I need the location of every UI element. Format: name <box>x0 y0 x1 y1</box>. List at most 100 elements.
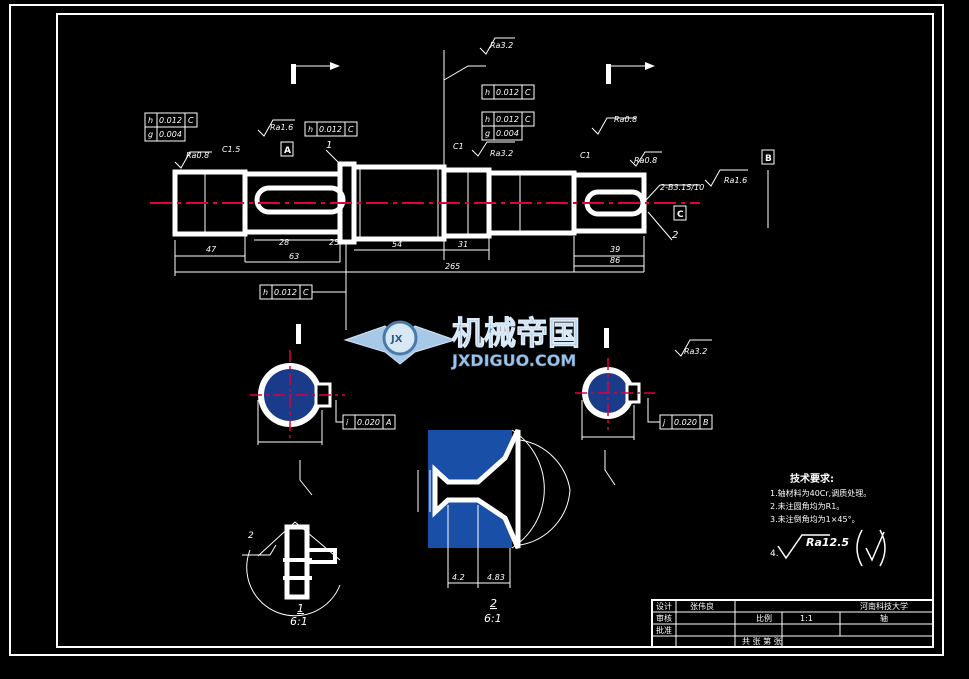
callout-1: 1 <box>326 140 332 151</box>
keyways <box>254 185 646 217</box>
gdt-top-left-a: h 0.012 C <box>144 112 198 128</box>
chamfer-c1-b: C1 <box>453 142 464 151</box>
section-view-left: i 0.020 A <box>250 350 396 496</box>
title-block <box>651 599 934 648</box>
inner-frame <box>56 13 934 648</box>
svg-text:Ra1.6: Ra1.6 <box>270 123 293 132</box>
watermark-en: JXDIGUO.COM <box>451 351 576 370</box>
tb-scale-label: 比例 <box>756 613 772 623</box>
thread-note: 2-B3.15/10 <box>660 183 704 192</box>
dim-54: 54 <box>392 240 402 249</box>
dim-28: 28 <box>279 238 289 247</box>
tb-designer: 张伟良 <box>690 601 714 611</box>
gdt-top-center: h 0.012 C <box>304 121 358 137</box>
dim-63: 63 <box>289 252 299 261</box>
watermark-cn: 机械帝国 <box>452 314 580 352</box>
svg-text:0.012: 0.012 <box>274 288 297 297</box>
svg-text:0.020: 0.020 <box>674 418 697 427</box>
dimension-texts: 47 63 28 25 54 31 39 86 265 C1.5 C1 C1 2… <box>206 140 704 271</box>
svg-text:Ra0.8: Ra0.8 <box>186 151 209 160</box>
dim-31: 31 <box>458 240 468 249</box>
dim-39: 39 <box>610 245 620 254</box>
keyway-left <box>254 185 346 215</box>
detail-view-2: 4.2 4.83 2 6:1 <box>417 428 571 625</box>
tb-scale-value: 1:1 <box>800 614 813 623</box>
svg-text:0.012: 0.012 <box>496 115 519 124</box>
svg-text:A: A <box>385 418 391 427</box>
roughness-symbol-icon <box>777 534 830 560</box>
tb-check-label: 审核 <box>656 613 672 623</box>
dim-total: 265 <box>445 262 460 271</box>
tech-roughness-value: Ra12.5 <box>806 536 849 549</box>
svg-text:0.012: 0.012 <box>496 88 519 97</box>
chamfer-c1: C1 <box>580 151 591 160</box>
tech-roughness-num: 4. <box>770 549 779 559</box>
svg-text:h: h <box>485 88 490 97</box>
svg-text:C: C <box>188 116 194 125</box>
section-cut-marks <box>291 62 655 348</box>
detail-view-1: 2 1 6:1 <box>242 521 341 628</box>
gdt-top-mid: h 0.012 C <box>481 111 535 127</box>
tb-design-label: 设计 <box>656 601 672 611</box>
technical-requirements: 技术要求: 1.轴材料为40Cr,调质处理。 2.未注圆角均为R1。 3.未注倒… <box>770 472 886 567</box>
detail2-scale: 6:1 <box>484 612 502 625</box>
datum-a: A <box>284 146 291 156</box>
svg-text:0.020: 0.020 <box>357 418 380 427</box>
outer-frame <box>9 4 944 656</box>
roughness-symbols: Ra0.8 Ra1.6 Ra3.2 Ra0.8 Ra0.8 Ra3.2 Ra1.… <box>174 37 748 357</box>
tb-school: 河南科技大学 <box>860 601 908 611</box>
svg-text:g: g <box>485 129 490 138</box>
svg-text:C: C <box>303 288 309 297</box>
svg-text:Ra3.2: Ra3.2 <box>490 149 513 158</box>
tech-item-2: 2.未注圆角均为R1。 <box>770 501 844 511</box>
gdt-mid-left: h 0.012 C <box>259 284 313 300</box>
svg-text:Ra0.8: Ra0.8 <box>614 115 637 124</box>
svg-text:C: C <box>348 125 354 134</box>
svg-text:C: C <box>525 88 531 97</box>
svg-text:0.012: 0.012 <box>319 125 342 134</box>
dim-25: 25 <box>329 238 339 247</box>
tb-approve-label: 批准 <box>656 625 672 635</box>
svg-text:B: B <box>703 418 709 427</box>
svg-text:h: h <box>485 115 490 124</box>
svg-text:j: j <box>662 418 666 427</box>
detail1-number: 1 <box>297 602 304 615</box>
gdt-frames: h 0.012 C h 0.012 C g 0.004 h 0.012 C <box>144 84 535 330</box>
svg-text:g: g <box>148 130 153 139</box>
svg-text:h: h <box>308 125 313 134</box>
section-view-right: j 0.020 B <box>575 358 713 486</box>
dimension-lines <box>174 50 769 276</box>
tech-item-1: 1.轴材料为40Cr,调质处理。 <box>770 488 871 498</box>
detail1-scale: 6:1 <box>290 615 308 628</box>
svg-text:0.004: 0.004 <box>496 129 519 138</box>
callout-2: 2 <box>672 230 678 241</box>
svg-text:Ra3.2: Ra3.2 <box>490 41 513 50</box>
datum-c: C <box>677 210 684 220</box>
svg-text:Ra3.2: Ra3.2 <box>684 347 707 356</box>
title-block-texts: 设计 张伟良 河南科技大学 比例 1:1 轴 审核 批准 共 张 第 张 <box>656 601 908 646</box>
watermark-gear-icon <box>382 320 418 356</box>
svg-text:Ra0.8: Ra0.8 <box>634 156 657 165</box>
tech-item-3: 3.未注倒角均为1×45°。 <box>770 514 860 524</box>
tb-part-name: 轴 <box>880 613 888 623</box>
svg-text:0.012: 0.012 <box>159 116 182 125</box>
detail2-width-1: 4.2 <box>452 573 465 582</box>
datum-b: B <box>765 154 772 164</box>
svg-text:Ra1.6: Ra1.6 <box>724 176 747 185</box>
svg-text:2: 2 <box>248 531 254 541</box>
svg-text:i: i <box>346 418 349 427</box>
dim-47: 47 <box>206 245 217 254</box>
parenthesis-check-icon <box>856 529 886 567</box>
dim-86: 86 <box>610 256 620 265</box>
detail2-number: 2 <box>490 597 497 610</box>
watermark-emblem: JX <box>390 334 403 345</box>
watermark-logo: JX 机械帝国 JXDIGUO.COM <box>343 314 581 370</box>
tech-title: 技术要求: <box>790 472 834 485</box>
gdt-top-right-b: g 0.004 <box>481 125 523 141</box>
gdt-top-left-b: g 0.004 <box>144 126 186 142</box>
detail2-width-2: 4.83 <box>487 573 505 582</box>
gdt-top-right-a: h 0.012 C <box>481 84 535 100</box>
svg-text:0.004: 0.004 <box>159 130 182 139</box>
svg-text:h: h <box>263 288 268 297</box>
